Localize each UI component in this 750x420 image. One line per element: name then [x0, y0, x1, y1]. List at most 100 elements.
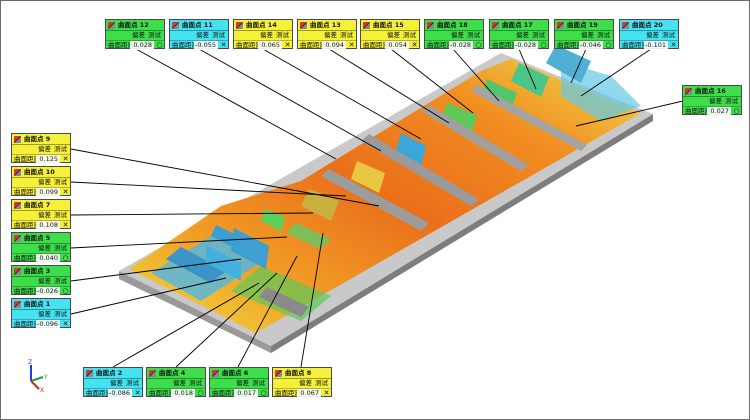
callout-title: 曲面点 13	[310, 20, 341, 29]
deviation-value: -0.096	[36, 320, 60, 329]
surface-distance-label: 曲面距离	[427, 41, 453, 49]
surface-point-icon	[685, 87, 692, 95]
surface-point-icon	[14, 300, 21, 308]
test-status-icon: ✕	[411, 41, 418, 49]
test-status-icon: ✕	[62, 320, 69, 328]
test-header: 测试	[725, 97, 738, 105]
surface-distance-label: 曲面距离	[14, 254, 40, 262]
surface-point-icon	[14, 135, 21, 143]
callout-title: 曲面点 15	[373, 20, 404, 29]
test-status-icon: ✕	[323, 389, 330, 397]
deviation-header: 偏差	[324, 31, 337, 39]
deviation-value: 0.108	[36, 221, 60, 230]
surface-distance-label: 曲面距离	[685, 107, 711, 115]
surface-distance-label: 曲面距离	[236, 41, 262, 49]
surface-distance-label: 曲面距离	[14, 155, 40, 163]
test-status-icon: ○	[605, 41, 612, 49]
callout-title: 曲面点 7	[24, 200, 51, 209]
surface-point-icon	[14, 201, 21, 209]
leader-lines	[70, 48, 684, 368]
deviation-header: 偏差	[196, 31, 209, 39]
deviation-value: 0.017	[234, 389, 258, 398]
test-status-icon: ○	[475, 41, 482, 49]
surface-distance-label: 曲面距离	[14, 188, 40, 196]
test-status-icon: ○	[733, 107, 740, 115]
test-header: 测试	[662, 31, 675, 39]
callout-title: 曲面点 18	[437, 20, 468, 29]
deviation-value: 0.028	[130, 41, 154, 50]
test-header: 测试	[403, 31, 416, 39]
callout-title: 曲面点 10	[24, 167, 55, 176]
surface-distance-label: 曲面距离	[212, 389, 238, 397]
deviation-header: 偏差	[646, 31, 659, 39]
plate-side-edge	[119, 271, 271, 353]
surface-distance-label: 曲面距离	[14, 320, 40, 328]
surface-point-icon	[622, 21, 629, 29]
test-header: 测试	[252, 379, 265, 387]
deviation-header: 偏差	[260, 31, 273, 39]
test-status-icon: ○	[197, 389, 204, 397]
deviation-value: 0.065	[258, 41, 282, 50]
deviation-header: 偏差	[236, 379, 249, 387]
surface-point-icon	[149, 369, 156, 377]
callout-title: 曲面点 12	[118, 20, 149, 29]
surface-point-icon	[86, 369, 93, 377]
test-header: 测试	[54, 244, 67, 252]
deviation-value: -0.055	[194, 41, 218, 50]
callout-title: 曲面点 9	[24, 134, 51, 143]
test-header: 测试	[54, 277, 67, 285]
deviation-value: 0.054	[385, 41, 409, 50]
test-header: 测试	[340, 31, 353, 39]
deviation-value: -0.101	[644, 41, 668, 50]
surface-distance-label: 曲面距离	[492, 41, 518, 49]
deviation-value: 0.099	[36, 188, 60, 197]
deviation-value: 0.027	[707, 107, 731, 116]
test-status-icon: ○	[62, 254, 69, 262]
test-status-icon: ○	[62, 287, 69, 295]
surface-point-icon	[14, 168, 21, 176]
callout-title: 曲面点 8	[285, 368, 312, 377]
surface-point-icon	[492, 21, 499, 29]
surface-point-icon	[427, 21, 434, 29]
deviation-header: 偏差	[709, 97, 722, 105]
callout-title: 曲面点 11	[182, 20, 213, 29]
deviation-value: -0.046	[579, 41, 603, 50]
surface-distance-label: 曲面距离	[14, 221, 40, 229]
surface-distance-label: 曲面距离	[300, 41, 326, 49]
surface-distance-label: 曲面距离	[86, 389, 112, 397]
surface-point-icon	[300, 21, 307, 29]
deviation-header: 偏差	[132, 31, 145, 39]
deviation-value: -0.028	[449, 41, 473, 50]
callout-title: 曲面点 4	[159, 368, 186, 377]
deviation-header: 偏差	[38, 277, 51, 285]
deviation-header: 偏差	[173, 379, 186, 387]
surface-point-icon	[14, 234, 21, 242]
test-header: 测试	[54, 310, 67, 318]
test-status-icon: ○	[540, 41, 547, 49]
deviation-header: 偏差	[581, 31, 594, 39]
test-header: 测试	[276, 31, 289, 39]
deviation-header: 偏差	[38, 244, 51, 252]
